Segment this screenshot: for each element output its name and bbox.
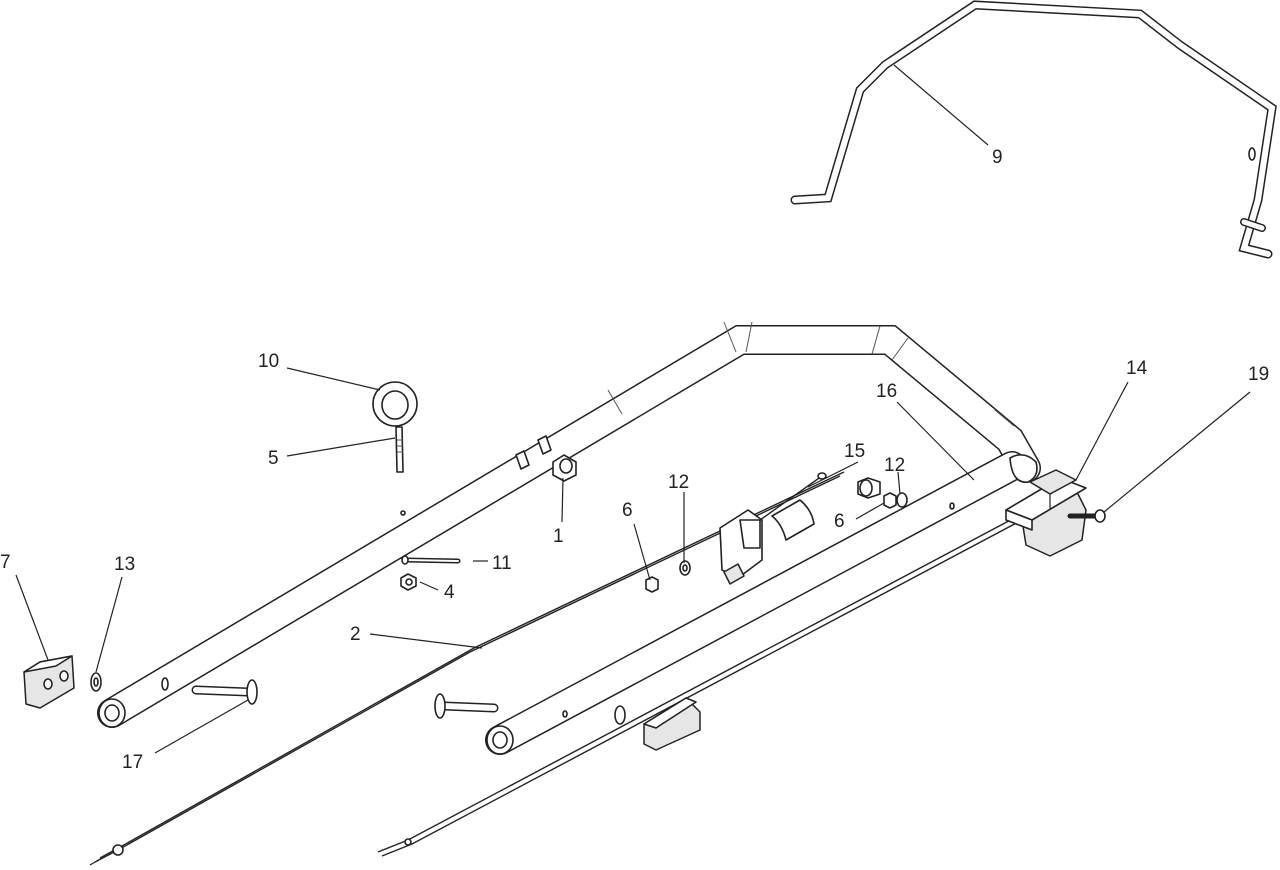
part-12-washer-right [896,492,908,508]
cable-guide-shield [771,499,815,541]
part-13-washer [90,672,102,692]
callout-10: 10 [258,351,279,372]
part-12-washer-left [679,560,691,576]
callout-19: 19 [1248,364,1269,385]
callout-15: 15 [844,441,865,462]
callout-labels: 1 2 4 5 6 6 7 9 10 11 12 12 13 14 15 16 … [0,147,1269,773]
callout-13: 13 [114,554,135,575]
part-17-carriage-bolt-right [434,693,499,719]
main-handle-tube [97,321,1041,728]
bushing [857,477,881,499]
callout-6-right: 6 [834,511,845,532]
part-6-nut-left [645,576,659,593]
callout-16: 16 [876,381,897,402]
control-cables [89,471,1025,866]
callout-14: 14 [1126,358,1148,379]
callout-4: 4 [444,582,455,603]
part-4-nut [400,573,417,591]
callout-12-left: 12 [668,472,689,493]
callout-5: 5 [268,448,279,469]
callout-6-left: 6 [622,500,633,521]
part-7-clamp-block [23,655,75,709]
part-14-pivot-bracket [1005,469,1106,557]
callout-11: 11 [492,553,512,574]
part-5-eye-bolt [395,426,404,473]
part-10-ring-knob [372,381,418,427]
part-15-cable-lever [719,472,827,585]
callout-7: 7 [0,552,11,573]
callout-1: 1 [553,526,564,547]
part-1-spacer [552,454,577,482]
part-11-screw [401,555,461,565]
callout-12-right: 12 [884,455,905,476]
callout-17: 17 [122,752,143,773]
callout-9: 9 [992,147,1003,168]
cable-clip [643,697,701,751]
part-9-bail-bar [790,0,1277,259]
part-17-carriage-bolt-left [191,679,258,705]
callout-2: 2 [350,624,361,645]
part-16-lower-handle-tube [485,451,1038,755]
leader-lines [15,64,1251,754]
part-6-nut-right [883,492,897,509]
